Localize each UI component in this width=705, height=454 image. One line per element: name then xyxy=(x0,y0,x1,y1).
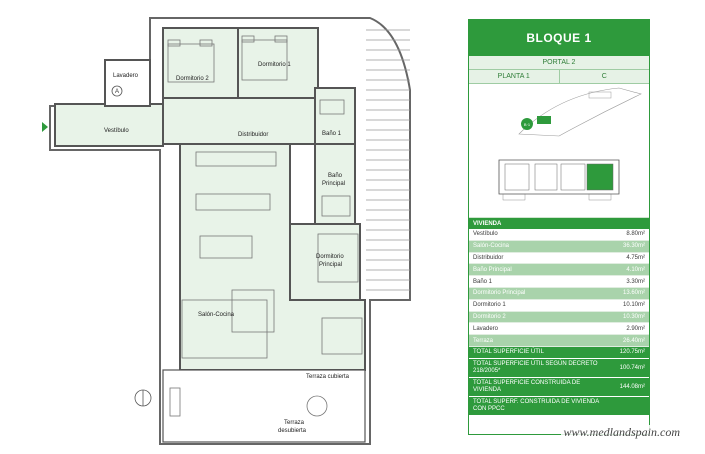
lavadero-marker xyxy=(111,85,123,97)
label-dormitorio-principal-1: Dormitorio xyxy=(316,254,344,260)
total-label: TOTAL SUPERFICIE ÚTIL SEGÚN DECRETO 218/… xyxy=(473,360,598,374)
site-locator-map: B·1 xyxy=(469,84,649,142)
label-bano-principal-1: Baño xyxy=(328,173,343,179)
floor-plan: A Lavadero Dormitorio 2 Dormitorio 1 Ves… xyxy=(42,17,411,445)
total-value: 120.75m² xyxy=(619,349,645,356)
label-bano-1: Baño 1 xyxy=(322,131,342,137)
area-row: Distribuidor 4.75m² xyxy=(469,253,649,265)
area-row: Baño Principal 4.10m² xyxy=(469,264,649,277)
total-value: 100.74m² xyxy=(619,364,645,371)
label-lavadero: Lavadero xyxy=(113,73,139,79)
room-bano-1 xyxy=(314,87,356,145)
info-panel: BLOQUE 1 PORTAL 2 PLANTA 1 C B·1 VIVIEND… xyxy=(468,19,650,435)
total-value: 144.08m² xyxy=(619,383,645,390)
area-table: Vestíbulo 8.80m² Salón-Cocina 36.30m² Distri… xyxy=(469,229,649,347)
area-value: 10.10m² xyxy=(622,302,645,309)
area-row: Dormitorio 2 10.30m² xyxy=(469,311,649,324)
label-dormitorio-2: Dormitorio 2 xyxy=(176,76,209,82)
area-label: Baño 1 xyxy=(473,278,493,285)
label-terraza-desc-1: Terraza xyxy=(284,420,305,426)
total-row: TOTAL SUPERFICIE ÚTIL SEGÚN DECRETO 218/… xyxy=(469,358,649,378)
label-dormitorio-1: Dormitorio 1 xyxy=(258,62,291,68)
area-value: 26.40m² xyxy=(622,337,645,344)
total-row: TOTAL SUPERF. CONSTRUIDA DE VIVIENDA CON… xyxy=(469,396,649,416)
area-row: Salón-Cocina 36.30m² xyxy=(469,240,649,253)
area-label: Terraza xyxy=(473,337,494,344)
area-label: Distribuidor xyxy=(473,254,504,261)
area-row: Dormitorio 1 10.10m² xyxy=(469,300,649,312)
area-row: Baño 1 3.30m² xyxy=(469,276,649,288)
lavadero-marker-label: A xyxy=(115,89,119,95)
area-value: 13.60m² xyxy=(622,290,645,297)
area-value: 4.75m² xyxy=(626,254,645,261)
locator-label: B·1 xyxy=(524,122,531,127)
room-vestibulo xyxy=(54,103,164,147)
area-label: Lavadero xyxy=(473,325,499,332)
vivienda-header: VIVIENDA xyxy=(469,218,649,229)
label-terraza-desc-2: desubierta xyxy=(278,428,307,434)
label-distribuidor: Distribuidor xyxy=(238,132,268,138)
label-dormitorio-principal-2: Principal xyxy=(319,262,342,268)
area-row: Vestíbulo 8.80m² xyxy=(469,229,649,241)
area-row: Lavadero 2.90m² xyxy=(469,323,649,336)
room-dormitorio-principal xyxy=(289,223,361,301)
block-title: BLOQUE 1 xyxy=(469,20,649,56)
area-label: Baño Principal xyxy=(473,266,512,273)
area-value: 3.30m² xyxy=(626,278,645,285)
total-row: TOTAL SUPERFICIE CONSTRUIDA DE VIVIENDA 1… xyxy=(469,377,649,397)
area-row: Dormitorio Principal 13.60m² xyxy=(469,287,649,300)
area-label: Salón-Cocina xyxy=(473,243,510,250)
area-value: 10.30m² xyxy=(622,313,645,320)
total-label: TOTAL SUPERF. CONSTRUIDA DE VIVIENDA CON… xyxy=(473,398,599,412)
label-vestibulo: Vestíbulo xyxy=(104,128,129,134)
area-label: Dormitorio 2 xyxy=(473,313,506,320)
area-value: 36.30m² xyxy=(622,243,645,250)
planta-label: PLANTA 1 xyxy=(469,70,560,83)
area-value: 2.90m² xyxy=(626,325,645,332)
room-lavadero xyxy=(104,59,151,107)
label-salon-cocina: Salón-Cocina xyxy=(198,312,235,318)
area-row: Terraza 26.40m² xyxy=(469,335,649,347)
entrance-arrow-icon xyxy=(42,122,48,132)
area-label: Dormitorio Principal xyxy=(473,290,526,297)
area-label: Vestíbulo xyxy=(473,231,498,238)
total-row: TOTAL SUPERFICIE ÚTIL 120.75m² xyxy=(469,346,649,359)
area-label: Dormitorio 1 xyxy=(473,302,506,309)
area-value: 4.10m² xyxy=(626,266,645,273)
room-dormitorio-2 xyxy=(162,27,239,99)
block-mini-plan xyxy=(469,142,649,218)
watermark-text: www.medlandspain.com xyxy=(560,425,683,440)
floor-letter-row: PLANTA 1 C xyxy=(469,70,649,84)
terraza xyxy=(162,369,366,443)
portal-label: PORTAL 2 xyxy=(469,56,649,70)
label-terraza-cubierta: Terraza cubierta xyxy=(306,374,350,380)
total-label: TOTAL SUPERFICIE ÚTIL xyxy=(473,348,544,355)
total-label: TOTAL SUPERFICIE CONSTRUIDA DE VIVIENDA xyxy=(473,379,581,393)
letter-label: C xyxy=(601,73,607,80)
area-value: 8.80m² xyxy=(626,231,645,238)
label-bano-principal-2: Principal xyxy=(322,181,345,187)
